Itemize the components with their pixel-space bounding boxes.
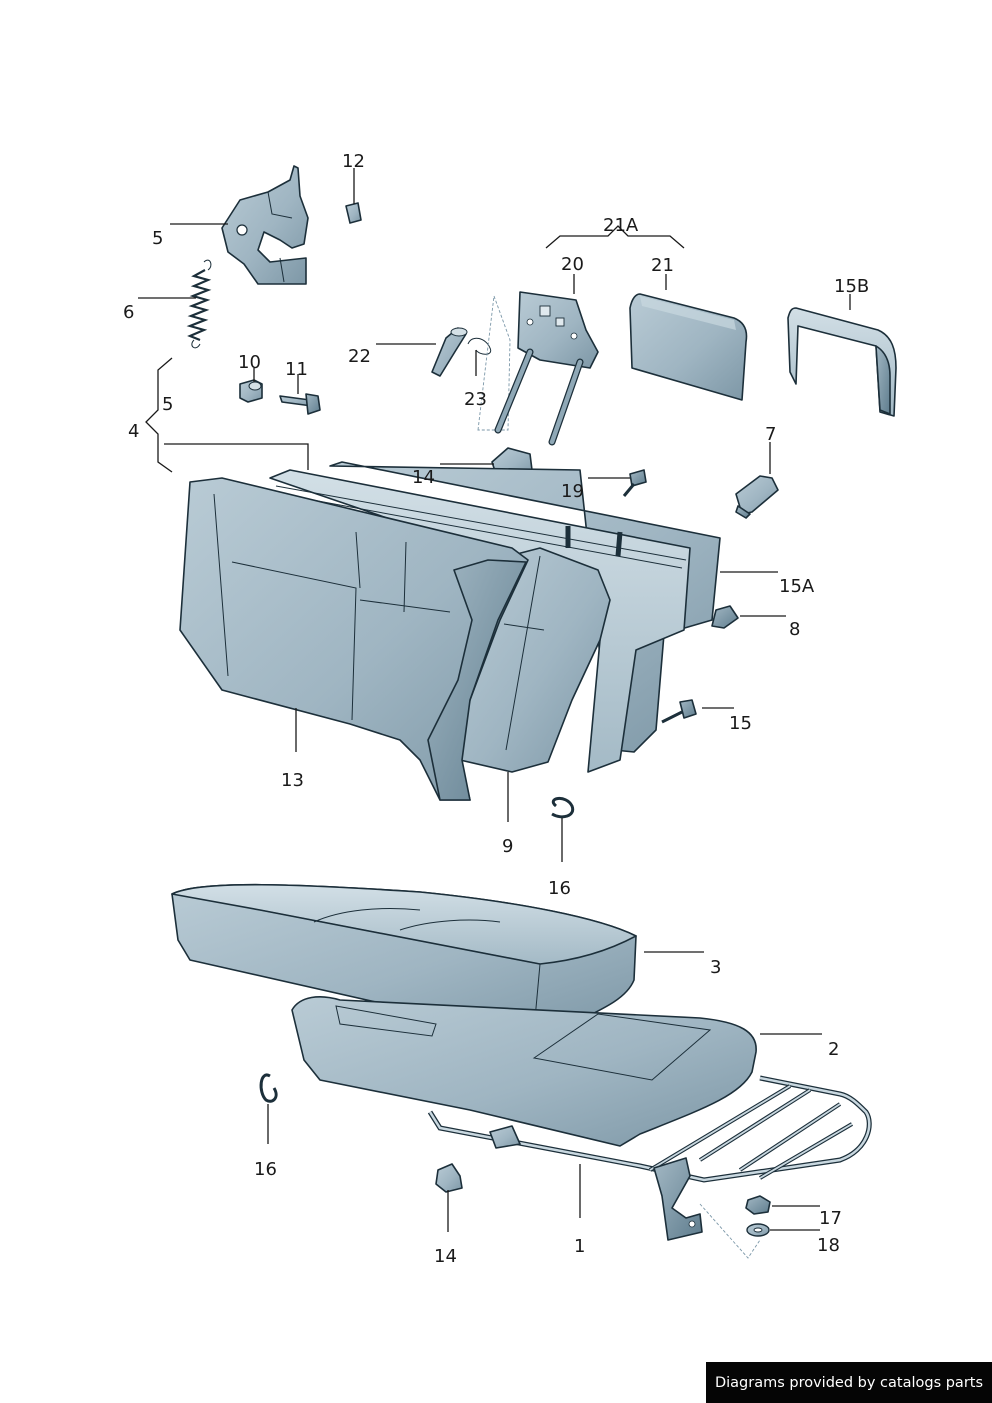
callout-14-upper: 14 [412, 467, 435, 488]
callout-16-upper: 16 [548, 878, 571, 899]
callout-12: 12 [342, 151, 365, 172]
callout-4: 4 [128, 421, 139, 442]
bushing-10 [239, 379, 263, 403]
clip-14-lower [435, 1163, 463, 1193]
phantom-line-lower [699, 1203, 761, 1259]
guide-sleeve-22 [431, 327, 468, 377]
headrest-21 [629, 293, 748, 401]
tension-spring [186, 259, 212, 349]
release-knob-7 [735, 475, 779, 519]
callout-19: 19 [561, 481, 584, 502]
callout-8: 8 [789, 619, 800, 640]
callout-9: 9 [502, 836, 513, 857]
callout-5-lower: 5 [162, 394, 173, 415]
callout-22: 22 [348, 346, 371, 367]
hinge-bracket [221, 165, 309, 285]
callout-13: 13 [281, 770, 304, 791]
callout-17: 17 [819, 1208, 842, 1229]
seat-cover-3 [171, 883, 637, 1035]
credit-text: Diagrams provided by catalogs parts [714, 1374, 984, 1391]
backrest-cover-13 [179, 477, 529, 801]
credit-banner: Diagrams provided by catalogs parts [706, 1362, 992, 1403]
seat-foam-2 [291, 996, 757, 1147]
callout-18: 18 [817, 1235, 840, 1256]
headrest-cover-15b [787, 307, 897, 417]
callout-21: 21 [651, 255, 674, 276]
bolt-15 [661, 699, 697, 724]
callout-5-upper: 5 [152, 228, 163, 249]
ring-16-upper [551, 797, 575, 819]
seat-frame-1 [427, 1075, 872, 1241]
screw-19 [622, 469, 647, 497]
callout-11: 11 [285, 359, 308, 380]
headrest-frame [494, 291, 599, 446]
spring-clip-23 [467, 337, 492, 355]
leader-lines [138, 168, 851, 1232]
callout-10: 10 [238, 352, 261, 373]
ring-16-lower [259, 1073, 278, 1103]
callout-15: 15 [729, 713, 752, 734]
bolt-11 [279, 393, 321, 415]
clip-12 [345, 202, 362, 224]
callout-21a: 21A [603, 215, 639, 236]
callout-1: 1 [574, 1236, 585, 1257]
callout-6: 6 [123, 302, 134, 323]
callout-23: 23 [464, 389, 487, 410]
callout-15a: 15A [779, 576, 815, 597]
callout-7: 7 [765, 424, 776, 445]
nut-17 [745, 1195, 771, 1215]
callout-16-lower: 16 [254, 1159, 277, 1180]
callout-2: 2 [828, 1039, 839, 1060]
callout-14-lower: 14 [434, 1246, 457, 1267]
callout-3: 3 [710, 957, 721, 978]
callout-20: 20 [561, 254, 584, 275]
cap-8 [711, 605, 739, 629]
callout-15b: 15B [834, 276, 869, 297]
washer-18 [746, 1223, 770, 1237]
callout-labels: 1 2 3 4 5 5 6 7 8 9 10 11 12 13 14 14 15… [123, 151, 869, 1267]
